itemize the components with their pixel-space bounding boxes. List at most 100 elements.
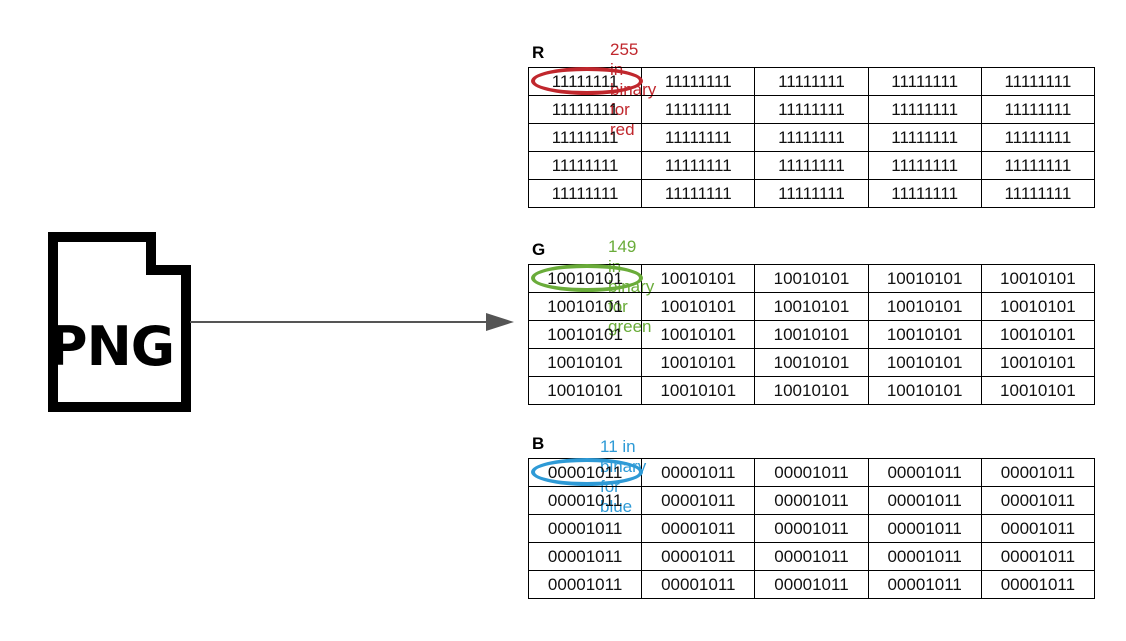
binary-cell: 00001011 — [527, 486, 643, 515]
binary-cell: 00001011 — [867, 570, 982, 599]
binary-cell: 10010101 — [980, 348, 1096, 377]
binary-cell: 00001011 — [641, 514, 756, 543]
binary-cell: 00001011 — [980, 542, 1096, 571]
binary-cell: 10010101 — [754, 376, 869, 405]
binary-cell: 11111111 — [527, 67, 643, 96]
binary-cell: 10010101 — [527, 264, 643, 293]
highlight-ellipse — [531, 458, 643, 486]
binary-cell: 10010101 — [641, 292, 756, 321]
binary-cell: 11111111 — [980, 179, 1096, 208]
binary-cell: 11111111 — [980, 123, 1096, 152]
binary-cell: 11111111 — [641, 179, 756, 208]
binary-cell: 10010101 — [641, 376, 756, 405]
binary-cell: 00001011 — [527, 458, 643, 487]
binary-cell: 00001011 — [867, 542, 982, 571]
binary-cell: 11111111 — [980, 151, 1096, 180]
binary-cell: 00001011 — [754, 570, 869, 599]
highlight-ellipse — [531, 264, 643, 292]
binary-cell: 11111111 — [641, 95, 756, 124]
binary-cell: 10010101 — [754, 292, 869, 321]
binary-cell: 00001011 — [980, 570, 1096, 599]
binary-cell: 00001011 — [527, 542, 643, 571]
binary-cell: 11111111 — [867, 179, 982, 208]
png-file-icon — [48, 232, 191, 412]
highlight-ellipse — [531, 67, 643, 95]
binary-cell: 00001011 — [980, 514, 1096, 543]
binary-cell: 11111111 — [980, 67, 1096, 96]
binary-cell: 10010101 — [754, 264, 869, 293]
binary-cell: 11111111 — [527, 95, 643, 124]
binary-cell: 11111111 — [641, 67, 756, 96]
binary-cell: 00001011 — [641, 458, 756, 487]
binary-cell: 00001011 — [754, 514, 869, 543]
channel-letter: G — [532, 240, 546, 259]
binary-cell: 00001011 — [867, 514, 982, 543]
binary-cell: 11111111 — [867, 95, 982, 124]
binary-cell: 00001011 — [527, 514, 643, 543]
binary-cell: 11111111 — [867, 151, 982, 180]
binary-cell: 11111111 — [527, 151, 643, 180]
binary-cell: 10010101 — [867, 376, 982, 405]
binary-cell: 11111111 — [980, 95, 1096, 124]
binary-cell: 10010101 — [980, 292, 1096, 321]
binary-cell: 10010101 — [867, 320, 982, 349]
binary-cell: 00001011 — [980, 458, 1096, 487]
binary-cell: 00001011 — [980, 486, 1096, 515]
binary-cell: 10010101 — [867, 348, 982, 377]
binary-cell: 11111111 — [867, 67, 982, 96]
binary-cell: 11111111 — [754, 151, 869, 180]
binary-cell: 11111111 — [641, 123, 756, 152]
binary-cell: 10010101 — [527, 320, 643, 349]
binary-cell: 11111111 — [867, 123, 982, 152]
binary-cell: 10010101 — [980, 376, 1096, 405]
binary-cell: 11111111 — [527, 123, 643, 152]
binary-cell: 10010101 — [980, 320, 1096, 349]
binary-cell: 10010101 — [527, 376, 643, 405]
binary-cell: 00001011 — [754, 486, 869, 515]
binary-cell: 00001011 — [527, 570, 643, 599]
binary-cell: 10010101 — [641, 348, 756, 377]
binary-cell: 11111111 — [754, 123, 869, 152]
binary-cell: 00001011 — [641, 542, 756, 571]
binary-cell: 11111111 — [754, 179, 869, 208]
binary-cell: 11111111 — [754, 67, 869, 96]
binary-cell: 00001011 — [754, 458, 869, 487]
binary-cell: 10010101 — [754, 348, 869, 377]
arrow-connector — [190, 313, 514, 331]
binary-cell: 10010101 — [527, 348, 643, 377]
binary-cell: 00001011 — [641, 570, 756, 599]
binary-cell: 10010101 — [867, 264, 982, 293]
binary-cell: 11111111 — [754, 95, 869, 124]
binary-cell: 10010101 — [980, 264, 1096, 293]
binary-cell: 00001011 — [641, 486, 756, 515]
channel-letter: B — [532, 434, 545, 453]
binary-cell: 10010101 — [754, 320, 869, 349]
binary-cell: 10010101 — [641, 320, 756, 349]
channel-letter: R — [532, 43, 545, 62]
binary-cell: 11111111 — [641, 151, 756, 180]
binary-cell: 00001011 — [867, 458, 982, 487]
binary-cell: 00001011 — [867, 486, 982, 515]
binary-cell: 10010101 — [641, 264, 756, 293]
file-type-label: PNG — [48, 315, 175, 378]
binary-cell: 10010101 — [527, 292, 643, 321]
binary-cell: 00001011 — [754, 542, 869, 571]
